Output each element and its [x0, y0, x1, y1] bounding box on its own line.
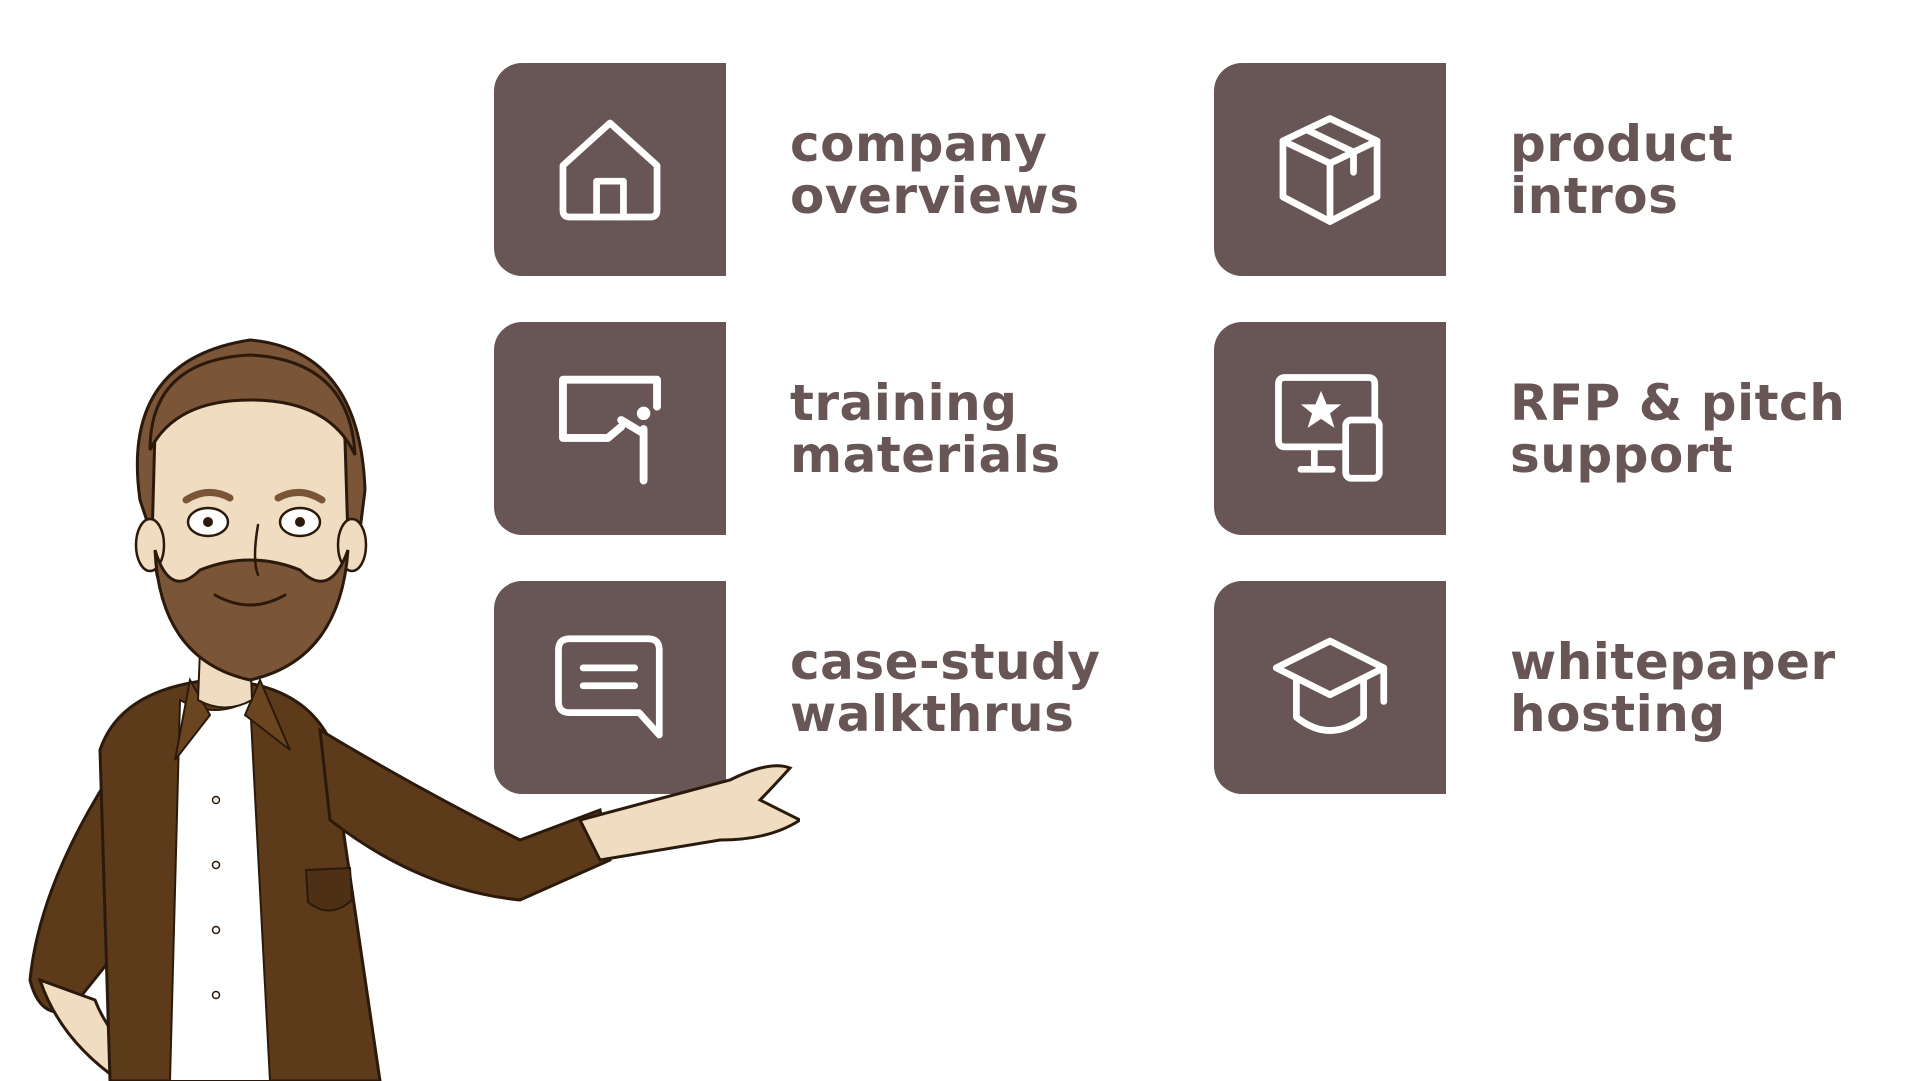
tile-whitepaper-hosting: [1214, 581, 1446, 794]
label-training-materials: training materials: [790, 377, 1061, 481]
label-case-study-walkthrus: case-study walkthrus: [790, 636, 1100, 740]
label-company-overviews: company overviews: [790, 118, 1080, 222]
label-line: product: [1510, 115, 1734, 173]
tile-rfp-pitch-support: [1214, 322, 1446, 535]
package-box-icon: [1279, 114, 1381, 225]
tile-product-intros: [1214, 63, 1446, 276]
label-line: company: [790, 115, 1048, 173]
tile-case-study-walkthrus: [494, 581, 726, 794]
label-line: case-study: [790, 633, 1101, 691]
label-whitepaper-hosting: whitepaper hosting: [1510, 636, 1836, 740]
tile-training-materials: [494, 322, 726, 535]
label-line: materials: [790, 426, 1061, 484]
label-rfp-pitch-support: RFP & pitch support: [1510, 377, 1845, 481]
tile-company-overviews: [494, 63, 726, 276]
label-line: training: [790, 374, 1018, 432]
monitor-phone-star-icon: [1275, 373, 1383, 482]
label-product-intros: product intros: [1510, 118, 1733, 222]
label-line: whitepaper: [1510, 633, 1836, 691]
house-icon: [559, 119, 661, 220]
label-line: RFP & pitch: [1510, 374, 1846, 432]
label-line: walkthrus: [790, 685, 1075, 743]
label-line: hosting: [1510, 685, 1726, 743]
presenter-illustration: [28, 338, 800, 1081]
presenter-board-icon: [559, 375, 661, 484]
chat-bubble-icon: [555, 634, 663, 738]
label-line: intros: [1510, 167, 1679, 225]
label-line: support: [1510, 426, 1734, 484]
graduation-cap-icon: [1272, 637, 1388, 734]
label-line: overviews: [790, 167, 1080, 225]
